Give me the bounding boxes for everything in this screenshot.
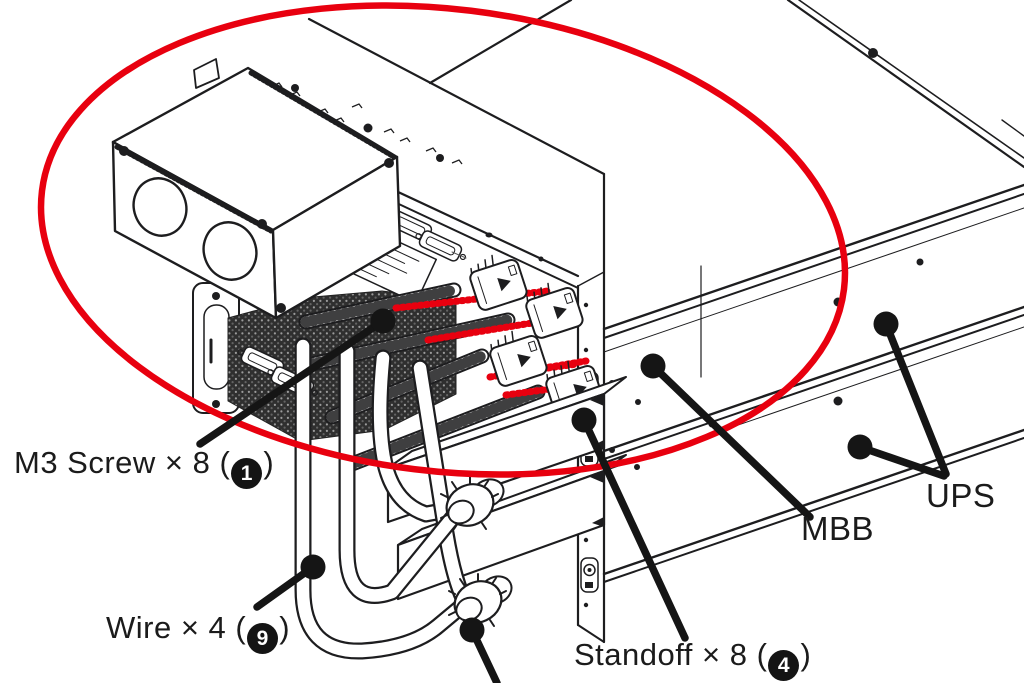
callout-text: Wire × 4 (	[106, 610, 247, 645]
wire-loop	[294, 337, 471, 660]
callout-mbb: MBB	[801, 510, 874, 548]
cable-glands	[440, 476, 513, 627]
callout-text: M3 Screw × 8 (	[14, 445, 231, 480]
cable-gland	[448, 573, 513, 627]
badge-number-9: 9	[247, 623, 279, 654]
leader-ups-lower	[847, 434, 948, 480]
callout-text: )	[263, 445, 275, 480]
top-panel-markings	[271, 82, 463, 165]
callout-text: UPS	[926, 477, 996, 514]
callout-text: )	[279, 610, 291, 645]
badge-number-1: 1	[231, 458, 263, 489]
badge-number-4: 4	[768, 650, 800, 681]
leader-wire	[253, 554, 326, 611]
highlight-ellipse	[37, 2, 849, 478]
callout-text: )	[800, 637, 812, 672]
leader-cutoff	[459, 617, 501, 683]
leader-m3-screw	[196, 308, 396, 448]
leader-ups-upper	[873, 311, 950, 478]
junction-box	[111, 58, 402, 320]
leader-mbb	[640, 353, 814, 521]
callout-text: Standoff × 8 (	[574, 637, 768, 672]
wire-loop	[338, 342, 463, 604]
callout-text: MBB	[801, 510, 875, 547]
callout-ups: UPS	[926, 477, 995, 515]
cable-gland	[440, 476, 505, 530]
leader-lines	[196, 308, 950, 683]
callout-standoff: Standoff × 8 (4)	[574, 637, 811, 681]
knockout-hole	[132, 177, 188, 237]
wires	[294, 337, 473, 660]
wire-loop	[411, 359, 473, 609]
callout-m3-screw: M3 Screw × 8 (1)	[14, 445, 274, 489]
knockout-hole	[202, 221, 258, 281]
callout-wire: Wire × 4 (9)	[106, 610, 290, 654]
leader-standoff	[571, 407, 689, 642]
